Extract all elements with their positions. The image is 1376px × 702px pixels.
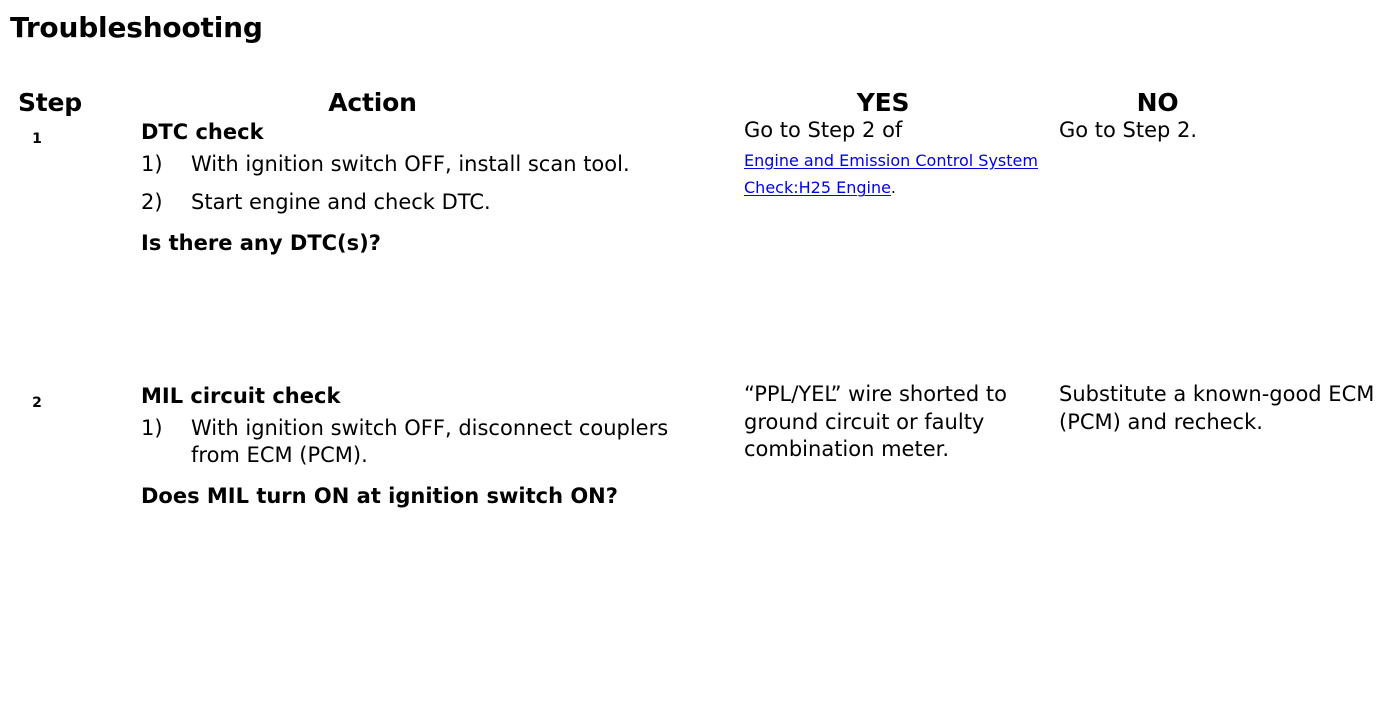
column-header-no: NO xyxy=(1136,88,1179,117)
list-item-text: With ignition switch OFF, disconnect cou… xyxy=(191,416,669,468)
yes-outcome-text: “PPL/YEL” wire shorted to ground circuit… xyxy=(744,382,1007,462)
column-header-action: Action xyxy=(328,88,417,117)
troubleshooting-table: Step Action YES NO 1 DTC check 1) With i… xyxy=(0,88,1376,510)
column-header-step: Step xyxy=(18,88,83,117)
list-item: 1) With ignition switch OFF, disconnect … xyxy=(141,415,722,469)
page-title: Troubleshooting xyxy=(10,11,263,44)
action-step-list: 1) With ignition switch OFF, disconnect … xyxy=(141,415,722,469)
list-item: 1) With ignition switch OFF, install sca… xyxy=(141,151,722,178)
no-cell: Go to Step 2. xyxy=(1044,117,1376,381)
list-marker: 1) xyxy=(141,416,163,441)
list-item-text: Start engine and check DTC. xyxy=(191,190,491,215)
no-outcome-text: Substitute a known-good ECM (PCM) and re… xyxy=(1059,382,1375,434)
action-cell: MIL circuit check 1) With ignition switc… xyxy=(128,381,722,510)
action-heading: DTC check xyxy=(141,120,264,144)
table-row: 2 MIL circuit check 1) With ignition swi… xyxy=(0,381,1376,510)
action-step-list: 1) With ignition switch OFF, install sca… xyxy=(141,151,722,216)
step-number: 1 xyxy=(32,131,42,147)
yes-lead-text: Go to Step 2 of xyxy=(744,118,903,142)
list-marker: 2) xyxy=(141,190,163,215)
no-cell: Substitute a known-good ECM (PCM) and re… xyxy=(1044,381,1376,510)
no-outcome-text: Go to Step 2. xyxy=(1059,118,1198,142)
action-cell: DTC check 1) With ignition switch OFF, i… xyxy=(128,117,722,381)
reference-trailing-period: . xyxy=(890,178,897,198)
table-row: 1 DTC check 1) With ignition switch OFF,… xyxy=(0,117,1376,381)
yes-cell: Go to Step 2 of Engine and Emission Cont… xyxy=(722,117,1044,381)
table-header-row: Step Action YES NO xyxy=(0,88,1376,117)
list-marker: 1) xyxy=(141,152,163,177)
list-item: 2) Start engine and check DTC. xyxy=(141,189,722,216)
list-item-text: With ignition switch OFF, install scan t… xyxy=(191,152,630,177)
action-question: Does MIL turn ON at ignition switch ON? xyxy=(141,484,618,508)
action-heading: MIL circuit check xyxy=(141,384,341,408)
yes-reference-wrap: Engine and Emission Control System Check… xyxy=(744,146,1044,201)
action-question: Is there any DTC(s)? xyxy=(141,231,381,255)
column-header-yes: YES xyxy=(856,88,910,117)
yes-cell: “PPL/YEL” wire shorted to ground circuit… xyxy=(722,381,1044,510)
reference-link[interactable]: Engine and Emission Control System Check… xyxy=(744,150,1038,198)
step-number: 2 xyxy=(32,395,42,411)
yes-outcome-text: Go to Step 2 of Engine and Emission Cont… xyxy=(744,117,1044,201)
